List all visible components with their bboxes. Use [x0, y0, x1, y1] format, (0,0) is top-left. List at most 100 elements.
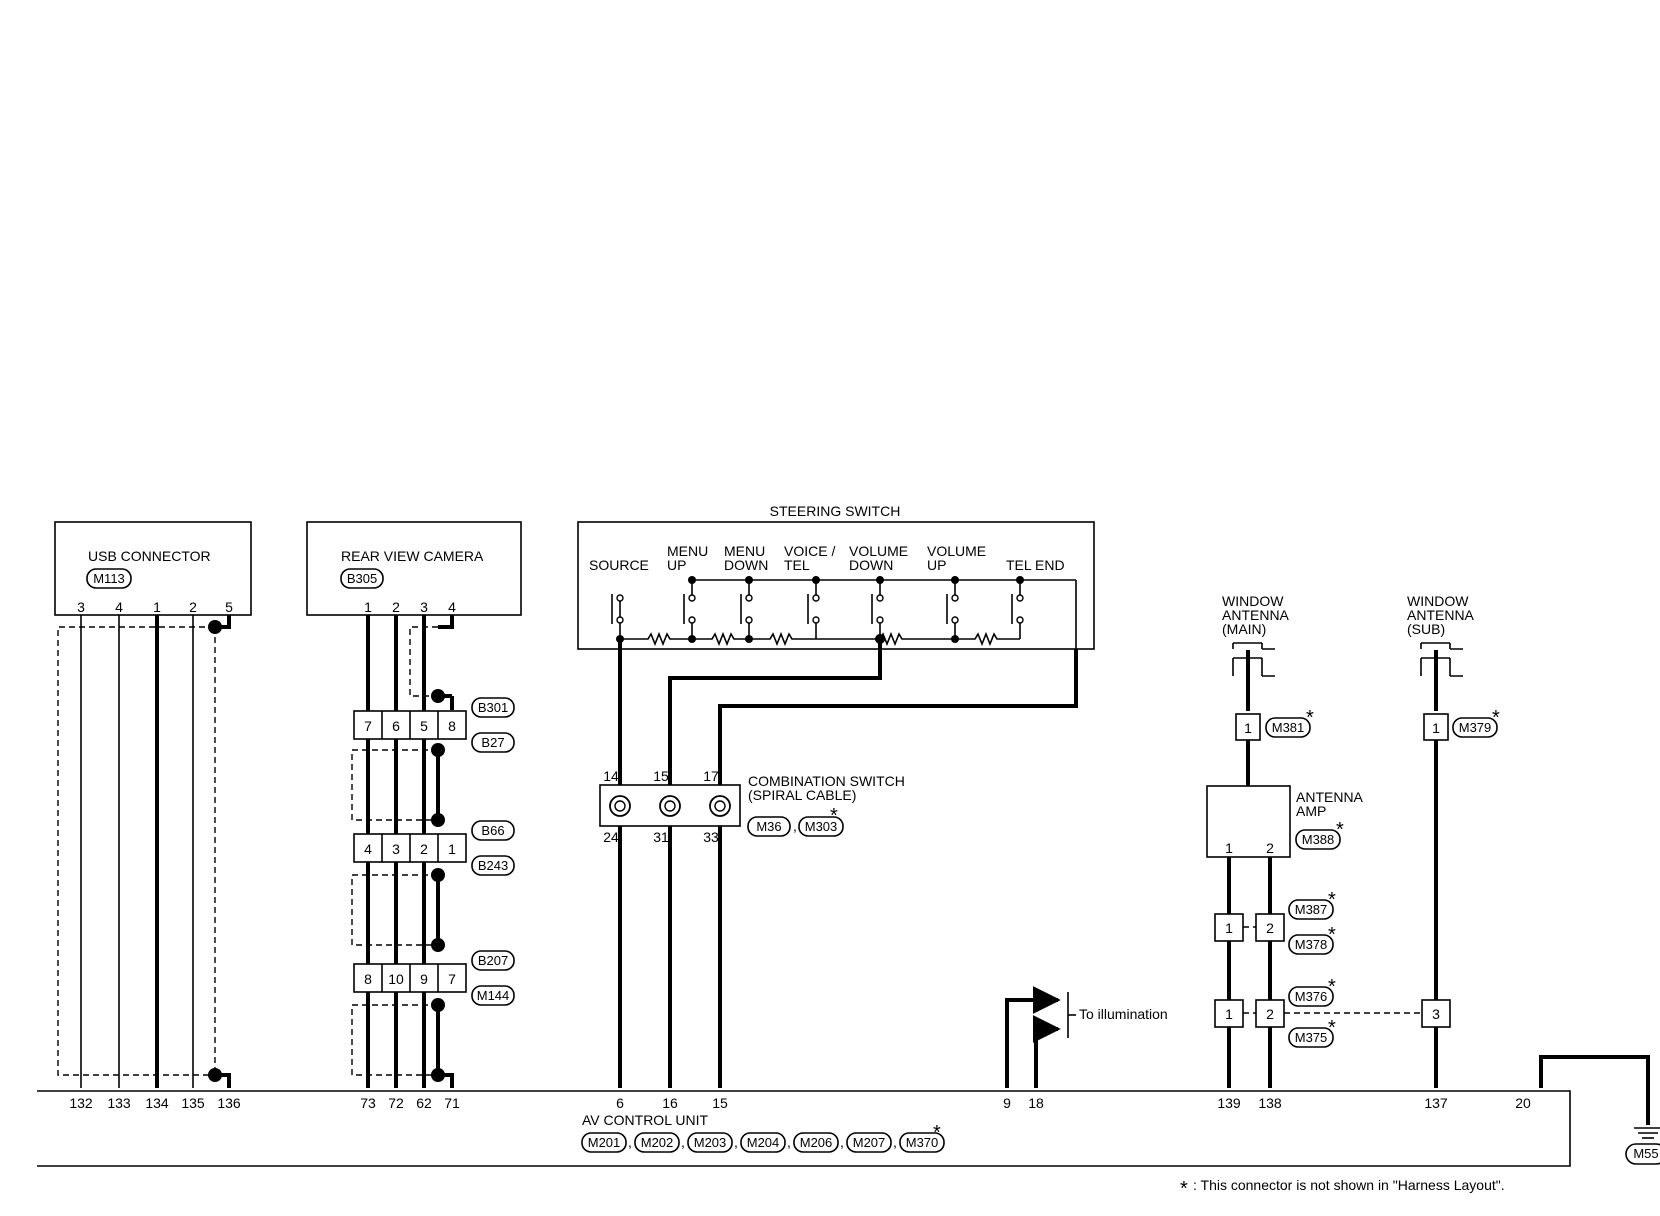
- connector-id: M379: [1459, 720, 1492, 735]
- connector-id: B301: [478, 700, 508, 715]
- antenna-amp-label: AMP: [1296, 803, 1326, 819]
- illumination-wires: To illumination: [1005, 986, 1168, 1088]
- combination-switch: 14 15 17 24 31 33 COMBINATION SWITCH (SP…: [599, 768, 905, 845]
- joint-pin: 7: [364, 718, 372, 734]
- av-control-unit-title: AV CONTROL UNIT: [582, 1112, 708, 1128]
- footnote-text: : This connector is not shown in "Harnes…: [1193, 1177, 1505, 1193]
- switch-contact: [871, 580, 884, 639]
- joint-pin: 1: [1225, 920, 1233, 936]
- usb-pin: 3: [77, 599, 85, 615]
- av-pin: 16: [662, 1095, 678, 1111]
- shield-splice-dot: [431, 813, 445, 827]
- connector-id: B243: [478, 858, 508, 873]
- av-pin: 133: [107, 1095, 131, 1111]
- steering-switch: STEERING SWITCH SOURCE MENU UP MENU DOWN…: [577, 503, 1095, 650]
- connector-id: M207: [853, 1135, 886, 1150]
- separator: ,: [840, 1134, 844, 1150]
- av-pin: 135: [181, 1095, 205, 1111]
- shield-splice-dot: [431, 1068, 445, 1082]
- joint-pin: 3: [1432, 1006, 1440, 1022]
- switch-label: UP: [667, 557, 686, 573]
- rear-view-camera-id: B305: [347, 571, 377, 586]
- antenna-amp: 1 2 ANTENNA AMP M388 *: [1206, 785, 1364, 858]
- shield-splice-dot: [208, 620, 222, 634]
- joint-connector-b301-b27: 7 6 5 8 B301 B27: [353, 697, 515, 753]
- steering-wires: [618, 639, 1078, 1088]
- switch-label: VOICE /: [784, 543, 835, 559]
- asterisk-mark: *: [1492, 707, 1500, 729]
- switch-label: VOLUME: [849, 543, 908, 559]
- window-antenna-main-pin: 1: [1244, 720, 1252, 736]
- joint-connector-b66-b243: 4 3 2 1 B66 B243: [353, 820, 515, 876]
- combination-switch-subtitle: (SPIRAL CABLE): [748, 787, 856, 803]
- connector-id: M36: [756, 819, 781, 834]
- usb-connector-title: USB CONNECTOR: [88, 548, 211, 564]
- separator: ,: [893, 1134, 897, 1150]
- antenna-wires: [1227, 857, 1272, 1088]
- camera-pin: 3: [420, 599, 428, 615]
- shield-splice-dot: [431, 868, 445, 882]
- joint-pin: 8: [448, 718, 456, 734]
- asterisk-mark: *: [1328, 976, 1336, 998]
- separator: ,: [681, 1134, 685, 1150]
- joint-pin: 2: [420, 841, 428, 857]
- switch-label: VOLUME: [927, 543, 986, 559]
- separator: ,: [793, 818, 797, 834]
- usb-connector-id: M113: [93, 571, 125, 586]
- asterisk-mark: *: [830, 805, 838, 827]
- separator: ,: [628, 1134, 632, 1150]
- av-pin: 137: [1424, 1095, 1448, 1111]
- shield-splice-dot: [431, 998, 445, 1012]
- av-pin: 15: [712, 1095, 728, 1111]
- asterisk-mark: *: [1306, 707, 1314, 729]
- connector-id: M387: [1295, 902, 1328, 917]
- connector-id: M202: [641, 1135, 674, 1150]
- asterisk-mark: *: [1328, 924, 1336, 946]
- joint-pin: 10: [388, 971, 404, 987]
- switch-label: SOURCE: [589, 557, 649, 573]
- connector-id: M375: [1295, 1030, 1328, 1045]
- asterisk-mark: *: [933, 1122, 941, 1144]
- av-pin: 62: [416, 1095, 432, 1111]
- connector-id: B27: [481, 735, 504, 750]
- joint-pin: 1: [448, 841, 456, 857]
- shield-splice-dot: [431, 689, 445, 703]
- rear-view-camera-title: REAR VIEW CAMERA: [341, 548, 484, 564]
- antenna-amp-pin: 2: [1266, 840, 1274, 856]
- to-illumination-label: To illumination: [1079, 1006, 1168, 1022]
- av-pin: 18: [1028, 1095, 1044, 1111]
- switch-label: TEL END: [1006, 557, 1065, 573]
- connector-id: B66: [481, 823, 504, 838]
- window-antenna-sub-pin: 1: [1432, 720, 1440, 736]
- window-antenna-sub-label: ANTENNA: [1407, 607, 1475, 623]
- connector-id: M376: [1295, 989, 1328, 1004]
- asterisk-mark: *: [1328, 889, 1336, 911]
- joint-pin: 5: [420, 718, 428, 734]
- joint-pin: 2: [1266, 920, 1274, 936]
- ground-connector-id: M55: [1633, 1146, 1658, 1161]
- separator: ,: [787, 1134, 791, 1150]
- connector-id: M388: [1302, 832, 1335, 847]
- switch-contact: [807, 580, 820, 639]
- antenna-joint-m387-m378: 1 2 M387 * M378 *: [1214, 889, 1336, 955]
- camera-wires: [351, 615, 454, 1088]
- asterisk-mark: *: [1180, 1178, 1188, 1200]
- joint-pin: 7: [448, 971, 456, 987]
- av-pin: 134: [145, 1095, 169, 1111]
- switch-label: MENU: [724, 543, 765, 559]
- switch-label: DOWN: [724, 557, 768, 573]
- av-pin: 20: [1515, 1095, 1531, 1111]
- av-control-unit: 132 133 134 135 136 73 72 62 71 6 16 15 …: [37, 1090, 1571, 1167]
- joint-pin: 9: [420, 971, 428, 987]
- joint-pin: 8: [364, 971, 372, 987]
- footnote: * : This connector is not shown in "Harn…: [1180, 1177, 1505, 1200]
- asterisk-mark: *: [1336, 819, 1344, 841]
- joint-connector-b207-m144: 8 10 9 7 B207 M144: [353, 950, 515, 1006]
- av-pin: 138: [1258, 1095, 1282, 1111]
- window-antenna-sub: WINDOW ANTENNA (SUB) 1 M379 *: [1407, 593, 1500, 1088]
- combo-pin: 24: [603, 829, 619, 845]
- av-pin: 132: [69, 1095, 93, 1111]
- shield-splice-dot: [431, 938, 445, 952]
- av-pin: 73: [360, 1095, 376, 1111]
